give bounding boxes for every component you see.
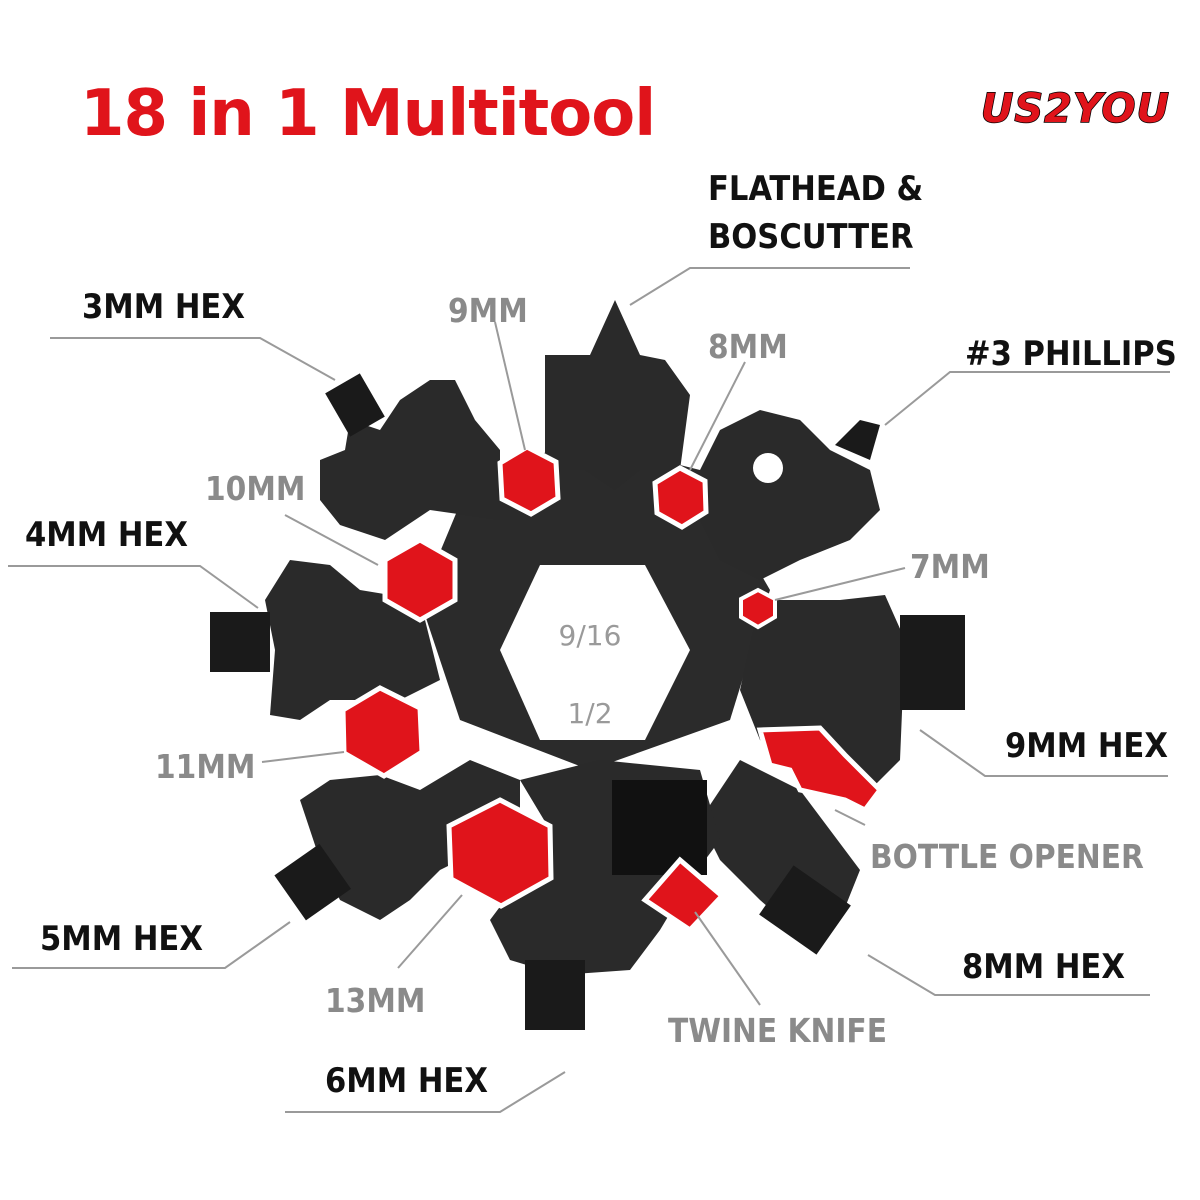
- bit-9mm-hex: [900, 615, 965, 710]
- leader-4mm-hex: [8, 565, 259, 609]
- leader-13mm: [397, 894, 463, 969]
- wrench-9mm-hole: [497, 444, 561, 517]
- label-8mm: 8MM: [708, 327, 788, 366]
- center-hex-hole: [500, 565, 690, 740]
- label-4mm-hex: 4MM HEX: [25, 515, 188, 555]
- wrench-10mm-hole: [382, 537, 458, 623]
- callout-labels: FLATHEAD & BOSCUTTER 3MM HEX 9MM 8MM #3 …: [25, 169, 1177, 1101]
- leader-9mm: [494, 321, 526, 451]
- bit-5mm-hex: [274, 843, 351, 921]
- label-flathead-line1: FLATHEAD &: [708, 169, 923, 209]
- label-5mm-hex: 5MM HEX: [40, 919, 203, 959]
- leader-lines: [8, 267, 1170, 1113]
- leader-10mm: [284, 514, 379, 566]
- label-6mm-hex: 6MM HEX: [325, 1061, 488, 1101]
- label-flathead-line2: BOSCUTTER: [708, 217, 914, 257]
- twine-knife-cutout: [641, 856, 726, 934]
- leader-9mm-hex: [919, 729, 1168, 777]
- bottle-opener-cutout: [756, 725, 884, 814]
- leader-11mm: [261, 751, 345, 763]
- arm-upper-right: [700, 410, 880, 580]
- arm-lower-left: [300, 760, 520, 920]
- leader-3mm-hex: [50, 337, 336, 381]
- keyring-hole: [753, 453, 783, 483]
- bit-6mm-hex: [525, 960, 585, 1030]
- leader-flathead: [629, 267, 910, 306]
- leader-8mm-hex: [867, 954, 1150, 996]
- label-bottle-opener: BOTTLE OPENER: [870, 837, 1144, 876]
- label-phillips: #3 PHILLIPS: [965, 334, 1177, 374]
- center-label-9-16: 9/16: [559, 619, 622, 652]
- leader-6mm-hex: [285, 1071, 566, 1113]
- leader-bottle-opener: [834, 809, 866, 826]
- bit-8mm-hex: [759, 865, 851, 955]
- leader-8mm: [689, 361, 746, 471]
- label-11mm: 11MM: [155, 747, 255, 786]
- bit-3mm-hex: [325, 373, 385, 437]
- label-7mm: 7MM: [910, 547, 990, 586]
- arm-upper-left: [320, 380, 500, 540]
- label-9mm: 9MM: [448, 291, 528, 330]
- leader-phillips: [884, 371, 1170, 426]
- leader-7mm: [774, 567, 906, 601]
- label-twine-knife: TWINE KNIFE: [668, 1011, 887, 1050]
- brand-logo: US2YOU: [981, 86, 1170, 132]
- label-13mm: 13MM: [325, 981, 425, 1020]
- multitool-snowflake: 9/16 1/2: [210, 300, 965, 1030]
- label-10mm: 10MM: [205, 469, 305, 508]
- leader-5mm-hex: [12, 921, 291, 969]
- center-label-1-2: 1/2: [567, 697, 612, 730]
- wrench-13mm-hole: [446, 797, 554, 909]
- twine-knife-block: [612, 780, 707, 875]
- leader-twine-knife: [694, 911, 761, 1006]
- label-3mm-hex: 3MM HEX: [82, 287, 245, 327]
- label-8mm-hex: 8MM HEX: [962, 947, 1125, 987]
- wrench-7mm-hole: [739, 587, 777, 630]
- wrench-11mm-hole: [340, 685, 425, 779]
- wrench-8mm-hole: [652, 465, 709, 530]
- page-title: 18 in 1 Multitool: [80, 77, 655, 151]
- bit-phillips: [835, 420, 880, 460]
- label-9mm-hex: 9MM HEX: [1005, 726, 1168, 766]
- bit-4mm-hex: [210, 612, 270, 672]
- arm-top: [545, 300, 690, 490]
